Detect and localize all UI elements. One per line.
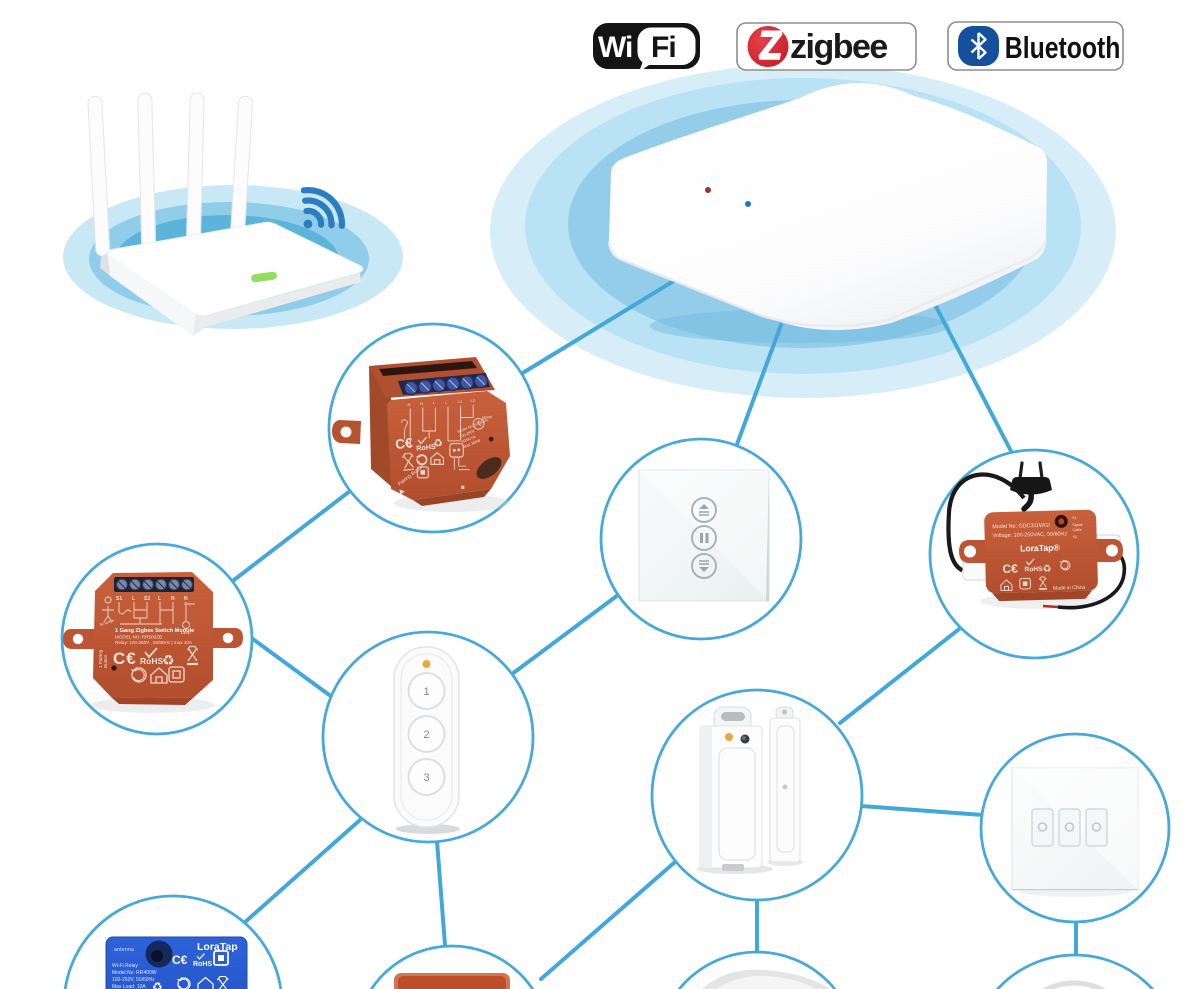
svg-text:RoHS: RoHS bbox=[193, 961, 212, 968]
svg-text:Made in China: Made in China bbox=[1053, 585, 1086, 592]
svg-text:L: L bbox=[445, 400, 448, 405]
svg-text:S2: S2 bbox=[144, 596, 150, 602]
svg-text:Signal: Signal bbox=[1072, 523, 1082, 527]
svg-text:1: 1 bbox=[423, 686, 429, 698]
svg-text:Wi: Wi bbox=[598, 31, 632, 64]
svg-text:LoraTap: LoraTap bbox=[197, 941, 238, 953]
svg-text:L1: L1 bbox=[458, 399, 463, 404]
svg-text:RoHS: RoHS bbox=[140, 656, 163, 666]
svg-text:C€: C€ bbox=[172, 953, 188, 967]
svg-text:1 Pairing: 1 Pairing bbox=[98, 649, 103, 668]
svg-text:Cable: Cable bbox=[1072, 528, 1081, 532]
svg-text:Model No: GDC311WGI: Model No: GDC311WGI bbox=[992, 523, 1050, 531]
svg-text:C€: C€ bbox=[395, 435, 414, 452]
svg-text:zigbee: zigbee bbox=[790, 28, 887, 66]
svg-text:50/60 Hz: 50/60 Hz bbox=[461, 435, 477, 444]
svg-text:Relay: 100-250V , 50/60Hz | ma: Relay: 100-250V , 50/60Hz | max 10A bbox=[115, 640, 193, 645]
svg-text:L: L bbox=[158, 596, 161, 602]
svg-text:L: L bbox=[433, 400, 436, 405]
svg-text:100-250V: 100-250V bbox=[459, 429, 476, 439]
svg-text:N: N bbox=[408, 402, 411, 407]
svg-text:L2: L2 bbox=[471, 398, 476, 403]
svg-text:Max 300W: Max 300W bbox=[463, 438, 482, 449]
svg-text:Bluetooth: Bluetooth bbox=[1005, 30, 1121, 64]
svg-text:2: 2 bbox=[423, 729, 429, 741]
svg-text:MODEL NO: RR500ZB: MODEL NO: RR500ZB bbox=[115, 635, 162, 640]
svg-text:▣: ▣ bbox=[461, 485, 466, 490]
svg-text:Model No: RR400W: Model No: RR400W bbox=[112, 970, 157, 976]
svg-text:Wi-Fi Relay: Wi-Fi Relay bbox=[112, 963, 138, 969]
svg-text:Button: Button bbox=[103, 654, 108, 668]
svg-text:RoHS: RoHS bbox=[416, 442, 437, 453]
svg-text:1 Gang Zigbee Switch Module: 1 Gang Zigbee Switch Module bbox=[115, 628, 194, 634]
svg-text:♻: ♻ bbox=[1042, 564, 1051, 575]
svg-text:♻: ♻ bbox=[433, 437, 444, 450]
svg-text:C€: C€ bbox=[113, 649, 137, 668]
svg-text:LoraTap®: LoraTap® bbox=[1020, 542, 1061, 553]
svg-text:100-250V, 50/60Hz: 100-250V, 50/60Hz bbox=[112, 977, 155, 983]
svg-text:Lamp: Lamp bbox=[181, 631, 191, 635]
svg-text:Output: Output bbox=[184, 602, 195, 606]
svg-text:S1: S1 bbox=[1072, 516, 1077, 520]
svg-text:S1: S1 bbox=[116, 596, 122, 602]
svg-text:N: N bbox=[420, 401, 423, 406]
svg-text:antenna: antenna bbox=[114, 947, 135, 953]
svg-text:RoHS: RoHS bbox=[1024, 566, 1043, 573]
svg-text:Fi: Fi bbox=[651, 31, 676, 64]
svg-text:♻: ♻ bbox=[152, 980, 163, 989]
svg-text:♻: ♻ bbox=[162, 652, 175, 668]
svg-text:Motor: Motor bbox=[482, 414, 494, 420]
svg-text:Voltage: 100-250VAC, 50/60Hz: Voltage: 100-250VAC, 50/60Hz bbox=[993, 531, 1068, 539]
svg-text:N: N bbox=[171, 596, 175, 602]
svg-text:N: N bbox=[184, 596, 188, 602]
svg-text:C€: C€ bbox=[1002, 562, 1018, 576]
svg-text:L: L bbox=[132, 596, 135, 602]
svg-text:S2: S2 bbox=[1073, 535, 1078, 539]
svg-text:3: 3 bbox=[423, 772, 429, 784]
svg-text:Max Load: 10A: Max Load: 10A bbox=[112, 984, 146, 989]
svg-text:S2 switch: S2 switch bbox=[99, 619, 115, 627]
